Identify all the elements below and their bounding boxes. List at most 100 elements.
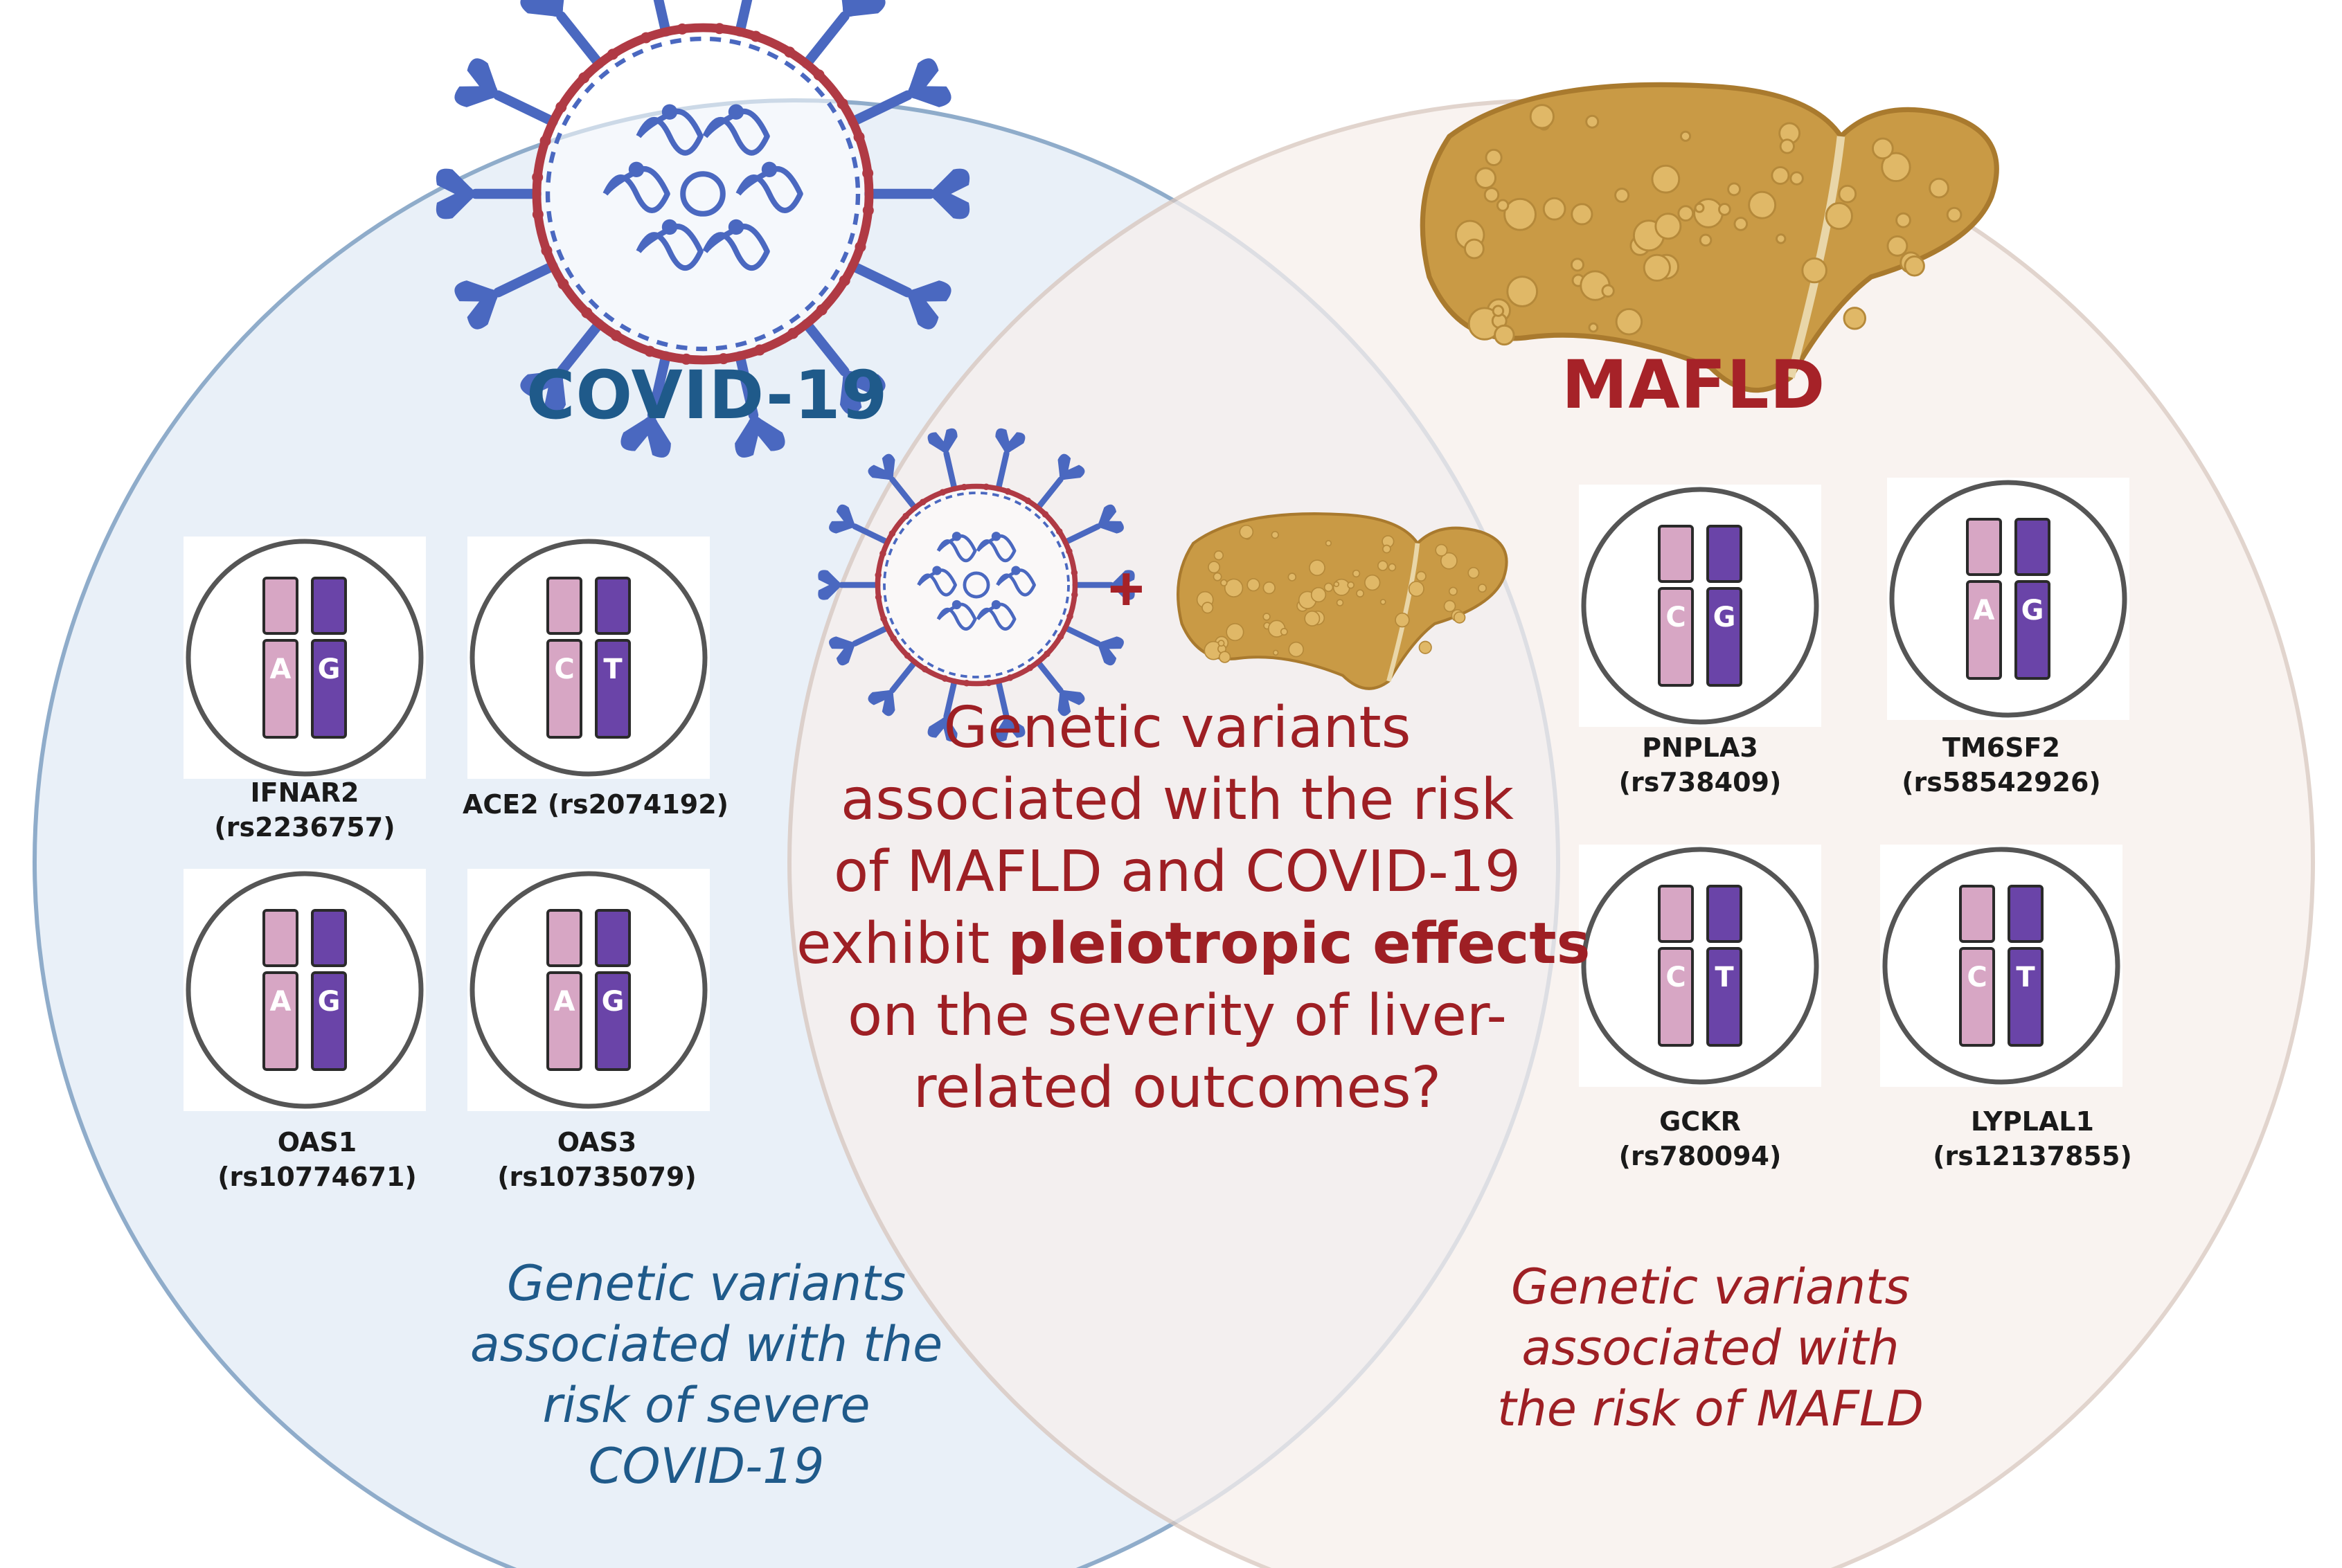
- fat-droplet: [1779, 138, 1795, 154]
- fat-droplet: [1418, 640, 1432, 654]
- allele-label: T: [603, 654, 623, 685]
- virus-membrane: [875, 483, 1078, 687]
- fat-droplet: [1651, 164, 1681, 194]
- fat-droplet: [1220, 579, 1228, 587]
- mafld-caption: Genetic variants associated with the ris…: [1427, 1256, 1994, 1439]
- fat-droplet: [1789, 171, 1804, 186]
- fat-droplet: [1226, 622, 1244, 642]
- virus-rna: [976, 602, 1017, 631]
- virus-rna: [996, 568, 1036, 597]
- fat-droplet: [1377, 560, 1388, 571]
- gene-name: GCKR: [1659, 1106, 1741, 1137]
- fat-droplet: [1771, 165, 1790, 185]
- fat-droplet: [1208, 561, 1221, 574]
- fat-droplet: [1224, 578, 1244, 597]
- virus-spike: [556, 318, 605, 377]
- virus-rna: [936, 602, 977, 631]
- virus-icon: [436, 0, 970, 458]
- fat-droplet: [1239, 525, 1254, 539]
- covid-caption-line: risk of severe: [542, 1377, 870, 1434]
- virus-spike-head: [995, 717, 1026, 742]
- virus-spike: [848, 90, 913, 127]
- fat-droplet: [1485, 148, 1503, 166]
- central-question: Genetic variants associated with the ris…: [796, 692, 1590, 1124]
- liver-small-icon: [1176, 512, 1508, 690]
- fat-droplet: [1323, 582, 1334, 593]
- virus-rna: [602, 166, 670, 213]
- virus-spike-head: [931, 168, 970, 219]
- fat-droplet: [1694, 202, 1705, 213]
- fat-droplet: [1478, 584, 1487, 593]
- fat-droplet: [1440, 552, 1458, 570]
- virus-spike: [556, 11, 605, 69]
- fat-droplet: [1333, 581, 1340, 588]
- fat-droplet: [1272, 649, 1279, 656]
- virus-spike-head: [908, 280, 951, 330]
- allele-label: C: [1665, 602, 1686, 633]
- fat-droplet: [1435, 543, 1448, 557]
- fat-droplet: [1494, 324, 1515, 346]
- gene-rsid: (rs780094): [1618, 1141, 1782, 1171]
- fat-droplet: [1492, 305, 1505, 317]
- liver-icon: [1420, 82, 1999, 393]
- fat-droplet: [1395, 612, 1410, 628]
- plus-sign: +: [1108, 555, 1145, 624]
- fat-droplet: [1699, 233, 1713, 247]
- gene-rsid: (rs10735079): [497, 1162, 697, 1192]
- gene-name: ACE2 (rs2074192): [462, 789, 729, 820]
- fat-droplet: [1356, 589, 1364, 598]
- virus-spike: [1035, 476, 1064, 511]
- fat-droplet: [1654, 213, 1682, 240]
- allele-label: T: [1715, 962, 1734, 993]
- fat-droplet: [1506, 276, 1539, 307]
- gene-name: TM6SF2: [1942, 732, 2060, 763]
- covid-caption-line: Genetic variants: [506, 1255, 906, 1312]
- fat-droplet: [1474, 167, 1496, 189]
- virus-spike: [889, 476, 918, 511]
- gene-rsid: (rs2236757): [214, 812, 395, 842]
- gene-label-pnpla3: PNPLA3 (rs738409): [1548, 730, 1852, 800]
- gene-rsid: (rs10774671): [217, 1162, 417, 1192]
- fat-droplet: [1217, 640, 1225, 647]
- fat-droplet: [1946, 206, 1963, 223]
- virus-spike-head: [620, 416, 671, 458]
- virus-spike: [943, 678, 958, 720]
- virus-spike-head: [1111, 570, 1135, 600]
- fat-droplet: [1287, 573, 1297, 582]
- allele-label: G: [318, 986, 341, 1018]
- center-line-3: of MAFLD and COVID-19: [833, 839, 1521, 905]
- covid-caption-line: COVID-19: [588, 1438, 825, 1495]
- mafld-title: MAFLD: [1562, 346, 1826, 424]
- center-line-6: related outcomes?: [913, 1055, 1442, 1121]
- fat-droplet: [1218, 651, 1231, 663]
- virus-spike: [995, 678, 1010, 720]
- allele-label: C: [1967, 962, 1987, 993]
- fat-droplet: [1347, 581, 1355, 589]
- fat-droplet: [1364, 574, 1381, 591]
- fat-droplet: [1825, 201, 1853, 231]
- mafld-caption-line: the risk of MAFLD: [1497, 1380, 1924, 1437]
- fat-droplet: [1443, 600, 1456, 613]
- fat-droplet: [1748, 190, 1777, 219]
- virus-rna: [917, 568, 957, 597]
- mafld-caption-line: Genetic variants: [1510, 1259, 1911, 1315]
- virus-spike: [653, 0, 671, 37]
- virus-spike-head: [1098, 636, 1124, 666]
- virus-spike-head: [927, 428, 958, 453]
- fat-droplet: [1871, 137, 1894, 160]
- allele-label: C: [554, 654, 574, 685]
- fat-droplet: [1679, 130, 1692, 142]
- allele-label: T: [2016, 962, 2035, 993]
- fat-droplet: [1246, 578, 1260, 592]
- fat-droplet: [1585, 114, 1600, 129]
- virus-membrane: [532, 23, 874, 365]
- center-line-2: associated with the risk: [840, 767, 1514, 833]
- fat-droplet: [1601, 284, 1615, 298]
- virus-spike: [801, 318, 850, 377]
- virus-rna: [636, 108, 704, 156]
- fat-droplet: [1310, 586, 1327, 603]
